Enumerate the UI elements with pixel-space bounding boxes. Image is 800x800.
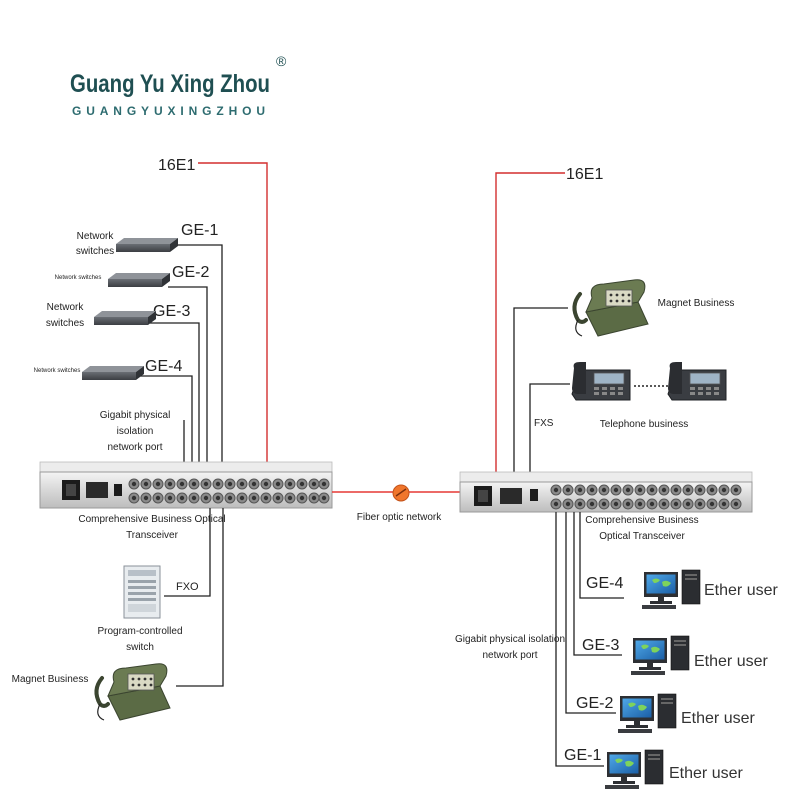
brand-subtitle: GUANGYUXINGZHOU (72, 104, 267, 118)
right-ge3-label: GE-3 (582, 637, 619, 654)
ether-user-label: Ether user (704, 582, 778, 599)
brand-name: Guang Yu Xing Zhou (70, 70, 270, 98)
right-isolation-label: network port (482, 650, 537, 661)
magnet-phone-icon (94, 661, 172, 722)
left-magnet-line (176, 508, 224, 687)
network-switch-icon (94, 311, 156, 325)
right-trunk-line (495, 172, 565, 472)
ether-user-label: Ether user (681, 710, 755, 727)
right-user-wires (555, 512, 624, 767)
computer-icon (604, 749, 664, 790)
fxo-line (164, 508, 211, 597)
switch-label: Network switches (55, 275, 102, 281)
program-controlled-switch-icon (123, 565, 161, 619)
switch-label: switches (46, 318, 84, 329)
left-magnet-label: Magnet Business (12, 674, 89, 685)
left-isolation-label: isolation (117, 426, 154, 437)
right-ge4-label: GE-4 (586, 575, 623, 592)
left-device-label: Comprehensive Business Optical (78, 514, 225, 525)
fiber-link-label: Fiber optic network (357, 512, 442, 523)
left-ge4-label: GE-4 (145, 358, 182, 375)
network-switch-icon (108, 273, 170, 287)
fxs-line (529, 383, 570, 472)
left-ge2-label: GE-2 (172, 264, 209, 281)
left-trunk-label: 16E1 (158, 157, 195, 174)
registered-mark: ® (276, 53, 287, 69)
desk-phone-icon (571, 361, 631, 401)
network-switch-icon (82, 366, 144, 380)
right-optical-transceiver (459, 471, 753, 513)
brand-logo: Guang Yu Xing Zhou ® GUANGYUXINGZHOU (70, 53, 287, 118)
left-switch-wires (137, 244, 223, 462)
computer-icon (630, 635, 690, 676)
left-device-label: Transceiver (126, 530, 179, 541)
switch-label: switches (76, 246, 114, 257)
switch-label: Network switches (34, 368, 81, 374)
right-ge1-label: GE-1 (564, 747, 601, 764)
ether-user-label: Ether user (694, 653, 768, 670)
fiber-connector-icon (392, 484, 410, 502)
telephone-business-label: Telephone business (600, 419, 688, 430)
switch-label: Network (77, 231, 115, 242)
fxs-label: FXS (534, 418, 554, 429)
fxo-label: FXO (176, 581, 199, 593)
right-magnet-line (513, 307, 568, 472)
magnet-phone-icon (572, 277, 650, 338)
pbx-label: Program-controlled (97, 626, 182, 637)
right-device-label: Comprehensive Business (585, 515, 698, 526)
ether-user-label: Ether user (669, 765, 743, 782)
computer-icon (617, 693, 677, 734)
left-trunk-line (198, 162, 268, 462)
network-switch-icon (116, 238, 178, 252)
computer-icon (641, 569, 701, 610)
left-ge1-label: GE-1 (181, 222, 218, 239)
switch-label: Network (47, 302, 85, 313)
right-magnet-label: Magnet Business (658, 298, 735, 309)
left-ge3-label: GE-3 (153, 303, 190, 320)
right-trunk-label: 16E1 (566, 166, 603, 183)
pbx-label: switch (126, 642, 154, 653)
right-device-label: Optical Transceiver (599, 531, 685, 542)
right-ge2-label: GE-2 (576, 695, 613, 712)
right-isolation-label: Gigabit physical isolation (455, 634, 565, 645)
left-isolation-label: Gigabit physical (100, 410, 171, 421)
desk-phone-icon (667, 361, 727, 401)
left-optical-transceiver (39, 461, 333, 509)
left-isolation-label: network port (107, 442, 162, 453)
